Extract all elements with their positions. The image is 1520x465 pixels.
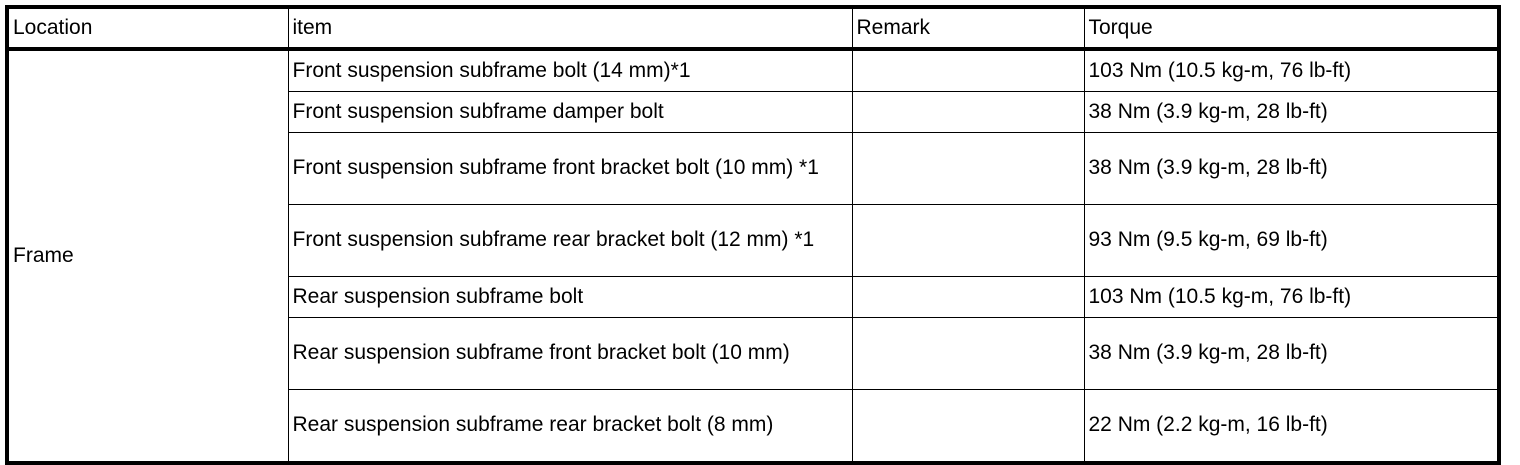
item-cell: Rear suspension subframe rear bracket bo… xyxy=(287,389,853,464)
table-row: Rear suspension subframe front bracket b… xyxy=(7,317,1500,390)
item-cell: Front suspension subframe front bracket … xyxy=(287,132,853,205)
item-cell: Rear suspension subframe bolt xyxy=(287,276,853,318)
remark-cell xyxy=(851,132,1085,205)
item-cell: Front suspension subframe damper bolt xyxy=(287,91,853,133)
table-row: Frame Front suspension subframe bolt (14… xyxy=(6,48,1500,464)
torque-cell: 38 Nm (3.9 kg-m, 28 lb-ft) xyxy=(1083,91,1500,133)
table-row: Front suspension subframe front bracket … xyxy=(7,132,1500,205)
item-cell: Rear suspension subframe front bracket b… xyxy=(287,317,853,390)
column-header-item: item xyxy=(287,6,853,51)
remark-cell xyxy=(851,48,1085,92)
torque-cell: 93 Nm (9.5 kg-m, 69 lb-ft) xyxy=(1083,204,1500,277)
location-cell-frame: Frame xyxy=(6,48,289,464)
column-header-location: Location xyxy=(6,6,289,51)
torque-specification-table: Location item Remark Torque Frame Front … xyxy=(5,5,1501,465)
torque-cell: 103 Nm (10.5 kg-m, 76 lb-ft) xyxy=(1083,276,1500,318)
table-row: Front suspension subframe damper bolt 38… xyxy=(7,91,1500,133)
remark-cell xyxy=(851,91,1085,133)
torque-cell: 38 Nm (3.9 kg-m, 28 lb-ft) xyxy=(1083,132,1500,205)
table-body: Frame Front suspension subframe bolt (14… xyxy=(6,48,1500,464)
column-header-torque: Torque xyxy=(1083,6,1500,51)
column-header-remark: Remark xyxy=(851,6,1085,51)
torque-cell: 103 Nm (10.5 kg-m, 76 lb-ft) xyxy=(1083,48,1500,92)
remark-cell xyxy=(851,276,1085,318)
torque-cell: 22 Nm (2.2 kg-m, 16 lb-ft) xyxy=(1083,389,1500,464)
remark-cell xyxy=(851,317,1085,390)
item-cell: Front suspension subframe bolt (14 mm)*1 xyxy=(287,48,853,92)
remark-cell xyxy=(851,389,1085,464)
item-cell: Front suspension subframe rear bracket b… xyxy=(287,204,853,277)
torque-cell: 38 Nm (3.9 kg-m, 28 lb-ft) xyxy=(1083,317,1500,390)
table-row: Rear suspension subframe bolt 103 Nm (10… xyxy=(7,276,1500,318)
document-page: Location item Remark Torque Frame Front … xyxy=(5,5,1501,465)
table-header: Location item Remark Torque xyxy=(6,6,1500,51)
table-header-row: Location item Remark Torque xyxy=(6,6,1500,51)
remark-cell xyxy=(851,204,1085,277)
table-row: Front suspension subframe rear bracket b… xyxy=(7,204,1500,277)
